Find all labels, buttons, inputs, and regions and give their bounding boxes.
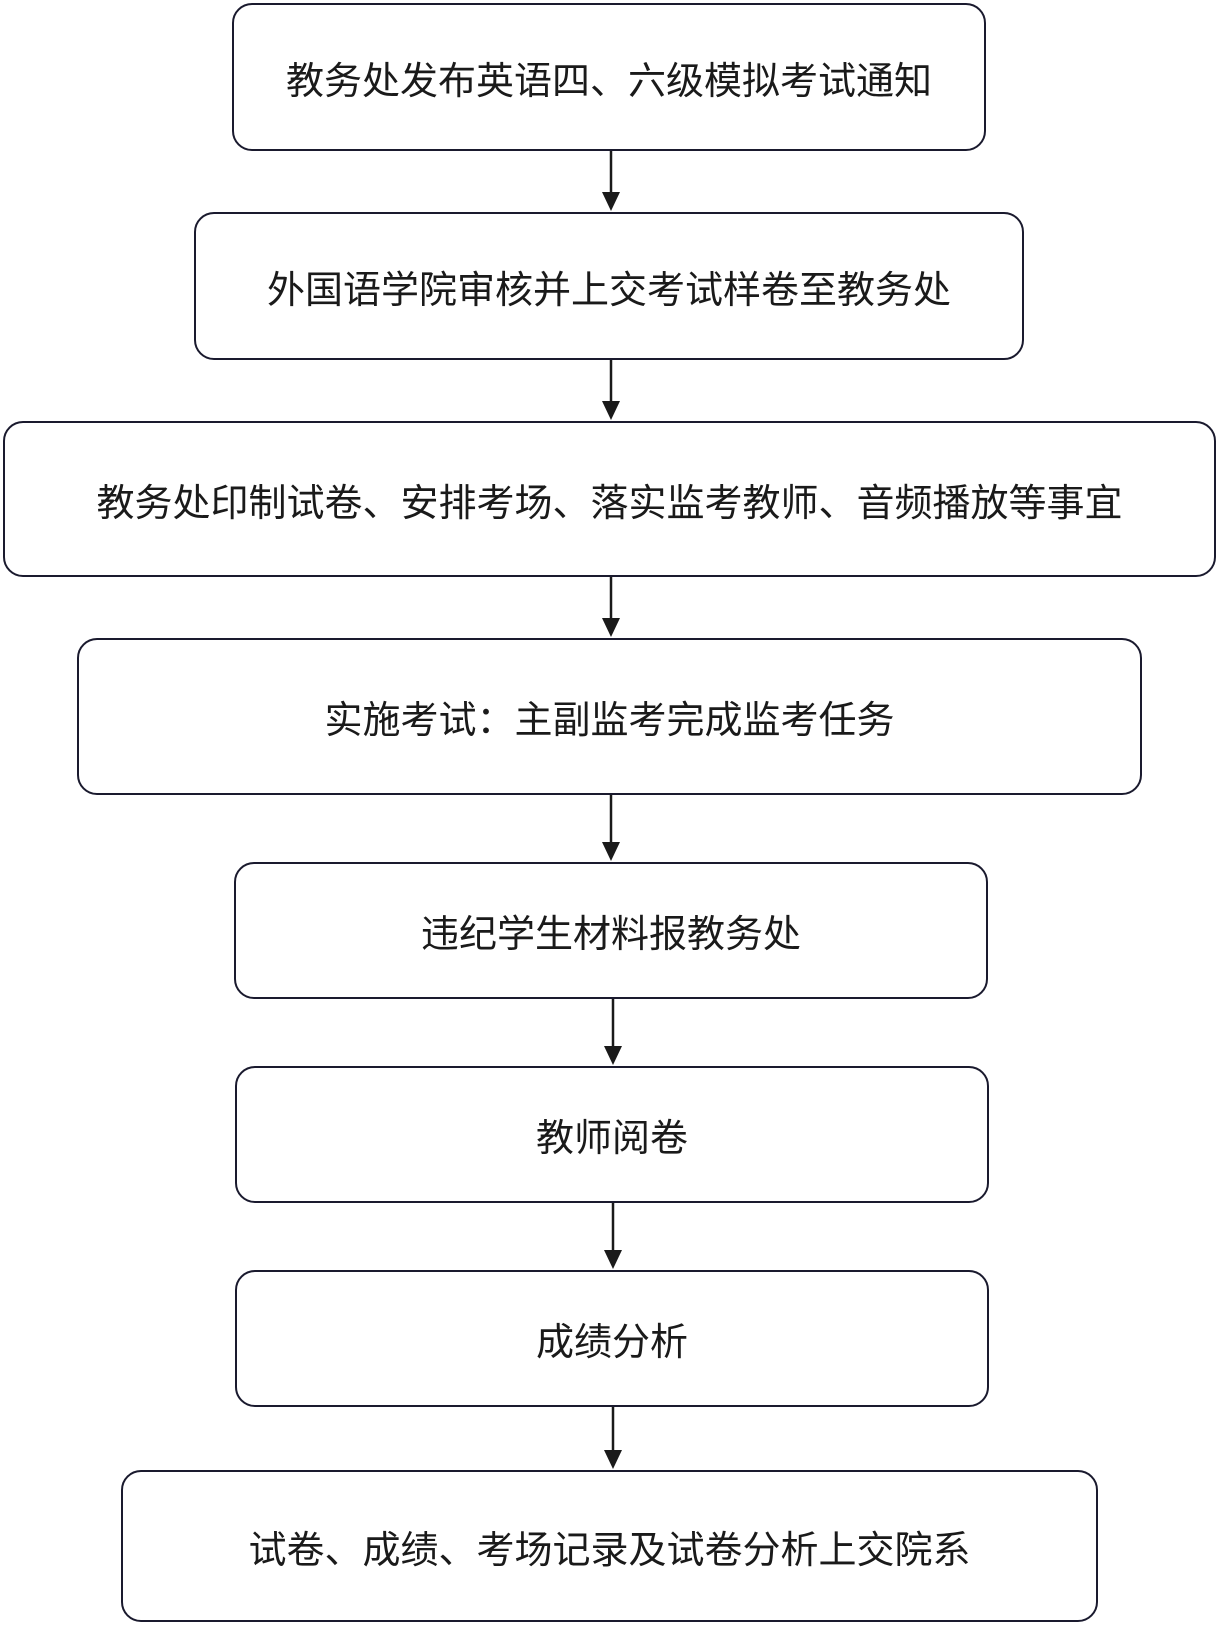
step-label: 教师阅卷 <box>535 1116 688 1160</box>
arrowhead-icon <box>602 618 620 637</box>
arrowhead-icon <box>602 192 620 211</box>
step-label: 外国语学院审核并上交考试样卷至教务处 <box>266 267 951 312</box>
arrowhead-icon <box>604 1250 622 1269</box>
arrowhead-icon <box>604 1046 622 1065</box>
step-grading: 教师阅卷 <box>235 1066 989 1203</box>
arrowhead-icon <box>602 401 620 420</box>
step-score-analysis: 成绩分析 <box>235 1270 989 1407</box>
step-conduct-exam: 实施考试：主副监考完成监考任务 <box>77 638 1142 795</box>
step-label: 教务处发布英语四、六级模拟考试通知 <box>285 58 932 103</box>
step-label: 违纪学生材料报教务处 <box>420 912 801 956</box>
step-label: 试卷、成绩、考场记录及试卷分析上交院系 <box>248 1527 971 1572</box>
step-submit-records: 试卷、成绩、考场记录及试卷分析上交院系 <box>121 1470 1098 1622</box>
step-print-and-arrange: 教务处印制试卷、安排考场、落实监考教师、音频播放等事宜 <box>3 421 1216 577</box>
step-label: 教务处印制试卷、安排考场、落实监考教师、音频播放等事宜 <box>96 480 1123 525</box>
step-publish-notice: 教务处发布英语四、六级模拟考试通知 <box>232 3 986 151</box>
step-label: 实施考试：主副监考完成监考任务 <box>324 698 895 742</box>
step-review-sample-papers: 外国语学院审核并上交考试样卷至教务处 <box>194 212 1024 360</box>
step-label: 成绩分析 <box>535 1320 688 1364</box>
arrowhead-icon <box>602 842 620 861</box>
arrowhead-icon <box>604 1450 622 1469</box>
step-report-violations: 违纪学生材料报教务处 <box>234 862 988 999</box>
